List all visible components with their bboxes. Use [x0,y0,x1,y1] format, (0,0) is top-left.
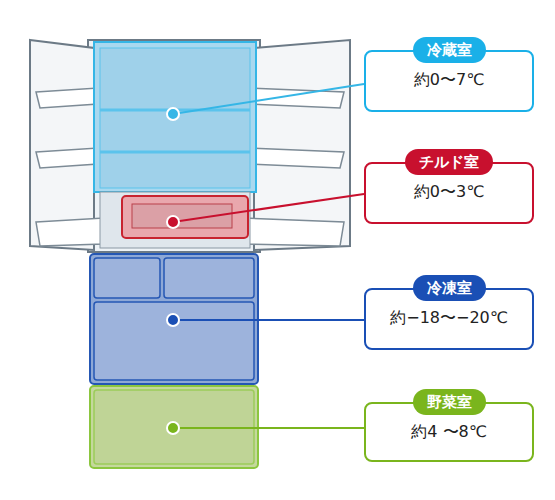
leader-line [173,319,364,321]
temperature-range: 約−18〜−20℃ [366,290,532,339]
marker-dot [167,422,179,434]
marker-dot [167,216,179,228]
compartment-name: 冷凍室 [413,275,486,301]
callout-box: 冷蔵室約0〜7℃ [364,50,534,112]
freezer-drawer [94,258,160,298]
inner-wall [100,48,250,188]
leader-line [173,194,364,222]
compartment-name: チルド室 [405,149,493,175]
shelf [100,151,250,154]
leader-line [173,84,364,114]
callout-box: 野菜室約4 〜8℃ [364,402,534,462]
door-pocket [244,218,344,246]
temperature-range: 約0〜7℃ [366,52,532,101]
door-pocket [250,88,344,108]
callout-box: チルド室約0〜3℃ [364,162,534,224]
temperature-range: 約4 〜8℃ [366,404,532,453]
compartment-name: 野菜室 [413,389,486,415]
fridge-compartment [94,42,256,192]
fridge-body [88,40,260,252]
chilled-drawer [122,196,248,238]
freezer-drawer [164,258,254,298]
door-pocket [36,88,98,108]
door-pocket [250,148,344,168]
door-pocket [36,218,104,246]
callout-box: 冷凍室約−18〜−20℃ [364,288,534,350]
door-pocket [36,148,98,168]
leader-line [173,427,364,429]
freezer-drawer [94,302,254,380]
marker-dot [167,314,179,326]
temperature-range: 約0〜3℃ [366,164,532,213]
lower-space [100,192,250,248]
marker-dot [167,108,179,120]
compartment-name: 冷蔵室 [413,37,486,63]
